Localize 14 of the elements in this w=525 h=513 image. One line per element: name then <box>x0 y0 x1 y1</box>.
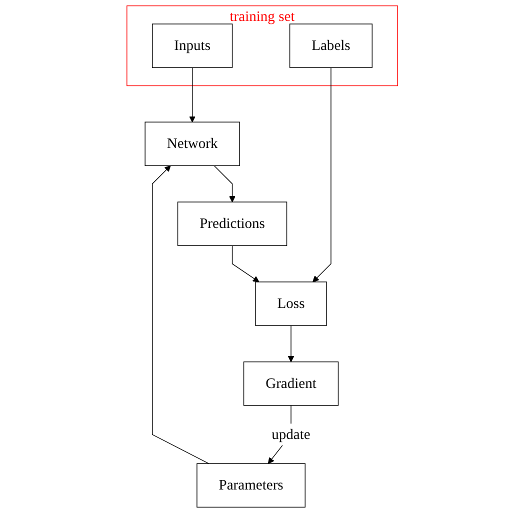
arrow <box>152 165 210 464</box>
node-box: Gradient <box>244 362 339 406</box>
node-box: Loss <box>255 282 328 326</box>
node-box: Inputs <box>152 24 233 68</box>
node-box: Labels <box>290 24 373 68</box>
arrow <box>189 67 196 122</box>
node-box: Network <box>144 122 240 166</box>
arrow <box>232 245 260 282</box>
arrow <box>288 325 294 362</box>
node-box: Parameters <box>196 463 306 508</box>
node-box: Predictions <box>178 202 288 246</box>
arrow <box>312 67 332 282</box>
arrow <box>214 165 236 202</box>
edge-label: update <box>272 426 311 443</box>
